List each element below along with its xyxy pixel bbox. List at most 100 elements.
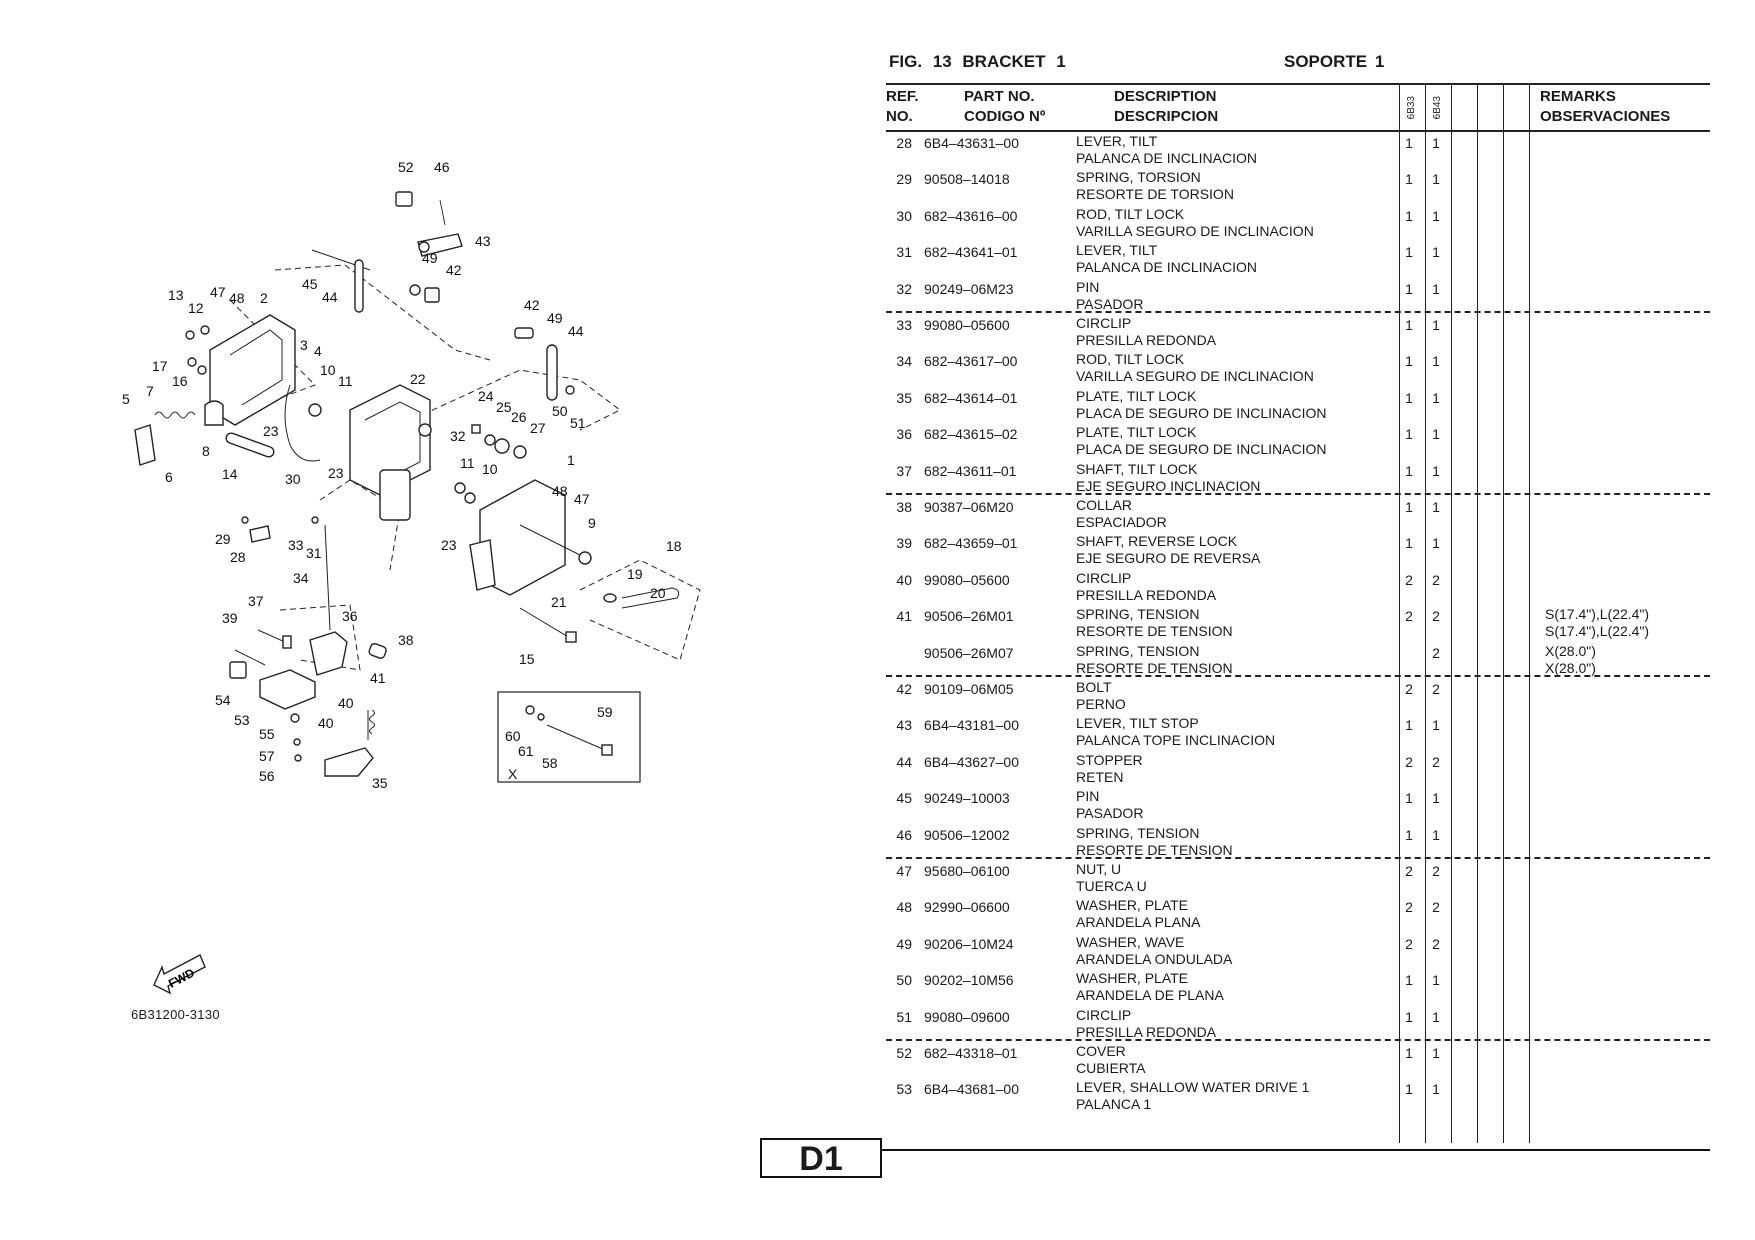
callout: 30	[285, 471, 301, 487]
qty-6b33-cell: 1	[1405, 1081, 1413, 1098]
callout: 9	[588, 515, 596, 531]
callout: 46	[434, 159, 450, 175]
ref-cell: 45	[896, 790, 912, 807]
callout: 28	[230, 549, 246, 565]
part-number-cell: 6B4–43627–00	[924, 753, 1019, 770]
qty-6b43-cell: 2	[1432, 863, 1440, 879]
callout: 44	[568, 323, 584, 339]
qty-6b43-cell: 1	[1432, 317, 1440, 333]
callout: 44	[322, 289, 338, 305]
description-es-cell: PASADOR	[1076, 805, 1144, 822]
part-number-cell: 99080–05600	[924, 571, 1010, 588]
ref-cell: 33	[896, 317, 912, 333]
callout: 37	[248, 593, 264, 609]
part-number-cell: 682–43617–00	[924, 353, 1018, 370]
qty-6b33-cell: 2	[1405, 753, 1413, 770]
qty-6b43-cell: 1	[1432, 790, 1440, 807]
qty-6b43-cell: 1	[1432, 1081, 1440, 1098]
part-number-cell: 682–43318–01	[924, 1045, 1018, 1061]
callout: 33	[288, 537, 304, 553]
ref-cell: 52	[896, 1045, 912, 1061]
qty-6b33-cell: 1	[1405, 171, 1413, 188]
ref-cell: 51	[896, 1008, 912, 1025]
callout: 48	[229, 290, 245, 306]
qty-6b43-cell: 2	[1432, 571, 1440, 588]
column-divider	[1477, 83, 1478, 1143]
callout: 19	[627, 566, 643, 582]
qty-6b43-cell: 1	[1432, 1008, 1440, 1025]
callout: 26	[511, 409, 527, 425]
qty-6b33-cell: 1	[1405, 535, 1413, 552]
description-cell: PLATE, TILT LOCK	[1076, 424, 1197, 441]
column-divider	[1529, 83, 1530, 1143]
callout: 59	[597, 704, 613, 720]
callout: 27	[530, 420, 546, 436]
ref-cell: 37	[896, 462, 912, 479]
qty-6b43-cell: 2	[1432, 681, 1440, 697]
callout: 16	[172, 373, 188, 389]
parts-table: REF. NO. PART NO. CODIGO Nº DESCRIPTION …	[886, 83, 1710, 1153]
description-cell: NUT, U	[1076, 861, 1122, 877]
description-cell: ROD, TILT LOCK	[1076, 205, 1185, 222]
callout: 56	[259, 768, 275, 784]
callout: 60	[505, 728, 521, 744]
callout: 1	[567, 452, 575, 468]
description-es-cell: ARANDELA PLANA	[1076, 914, 1201, 931]
qty-6b43-cell: 1	[1432, 826, 1440, 843]
description-cell: PIN	[1076, 278, 1100, 295]
forward-arrow-icon: FWD	[150, 945, 220, 1000]
part-number-cell: 99080–05600	[924, 317, 1010, 333]
callout: 47	[574, 491, 590, 507]
callout: 40	[318, 715, 334, 731]
description-es-cell: PALANCA DE INCLINACION	[1076, 259, 1258, 276]
description-cell: ROD, TILT LOCK	[1076, 351, 1185, 368]
header-part-no-es: CODIGO Nº	[964, 108, 1046, 125]
description-cell: CIRCLIP	[1076, 315, 1132, 331]
ref-cell: 30	[896, 207, 912, 224]
group-separator	[886, 1039, 1710, 1041]
ref-cell: 49	[896, 935, 912, 952]
callout: 35	[372, 775, 388, 791]
callout: 20	[650, 585, 666, 601]
description-es-cell: TUERCA U	[1076, 878, 1147, 894]
callout: 47	[210, 284, 226, 300]
part-number-cell: 6B4–43681–00	[924, 1081, 1019, 1098]
description-es-cell: EJE SEGURO INCLINACION	[1076, 477, 1261, 494]
ref-cell: 39	[896, 535, 912, 552]
callout: 11	[338, 373, 353, 389]
part-number-cell: 90206–10M24	[924, 935, 1014, 952]
description-cell: SHAFT, TILT LOCK	[1076, 460, 1198, 477]
callout: 49	[547, 310, 563, 326]
callout: 34	[293, 570, 309, 586]
description-cell: SPRING, TORSION	[1076, 169, 1201, 186]
part-number-cell: 90508–14018	[924, 171, 1010, 188]
description-es-cell: PRESILLA REDONDA	[1076, 332, 1217, 348]
header-remarks: REMARKS	[1540, 88, 1616, 105]
description-cell: SPRING, TENSION	[1076, 606, 1200, 623]
part-number-cell: 682–43641–01	[924, 244, 1018, 261]
description-cell: WASHER, WAVE	[1076, 933, 1185, 950]
header-part-no: PART NO.	[964, 88, 1035, 105]
callout: 54	[215, 692, 231, 708]
qty-6b33-cell: 1	[1405, 499, 1413, 515]
inset-label: X	[508, 766, 518, 782]
diagram-drawing: 52 46 43 49 42 45 44 13 47 48 2 12 3 4 1…	[122, 159, 701, 791]
qty-6b43-cell: 1	[1432, 426, 1440, 443]
callout: 5	[122, 391, 130, 407]
header-ref-es: NO.	[886, 108, 913, 125]
part-number-cell: 90387–06M20	[924, 499, 1014, 515]
qty-6b43-cell: 1	[1432, 389, 1440, 406]
group-separator	[886, 493, 1710, 495]
qty-6b43-cell: 2	[1432, 935, 1440, 952]
qty-6b33-cell: 1	[1405, 1045, 1413, 1061]
qty-6b33-cell: 2	[1405, 935, 1413, 952]
ref-cell: 43	[896, 717, 912, 734]
description-es-cell: ARANDELA ONDULADA	[1076, 950, 1233, 967]
